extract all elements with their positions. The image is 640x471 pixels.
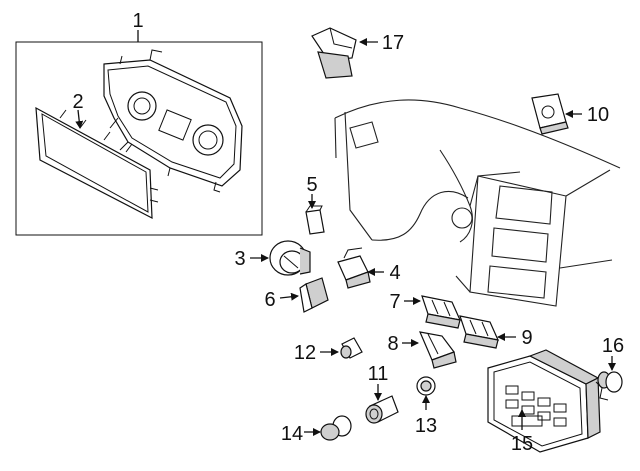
leader-2 [75, 109, 84, 129]
clip-5 [305, 205, 325, 235]
callout-2: 2 [72, 91, 83, 113]
callout-12: 12 [294, 342, 316, 364]
switch-9 [459, 315, 500, 349]
cluster-group-box [15, 41, 263, 236]
callout-13: 13 [415, 415, 437, 437]
callout-15: 15 [511, 433, 533, 455]
ring-13 [416, 376, 436, 396]
plug-12 [340, 337, 363, 359]
switch-17 [311, 27, 357, 79]
climate-control-15 [487, 349, 601, 453]
module-4 [337, 247, 371, 289]
callout-14: 14 [281, 423, 303, 445]
switch-7 [421, 295, 462, 329]
switch-6 [299, 277, 329, 313]
dashboard-outline [334, 99, 621, 307]
callout-4: 4 [389, 262, 400, 284]
callout-3: 3 [234, 248, 245, 270]
callout-17: 17 [382, 32, 404, 54]
callout-7: 7 [389, 291, 400, 313]
leader-6 [279, 292, 299, 301]
socket-11 [365, 395, 399, 424]
cap-14 [320, 415, 352, 441]
callout-8: 8 [387, 333, 398, 355]
switch-8 [419, 331, 457, 369]
callout-5: 5 [306, 174, 317, 196]
callout-9: 9 [521, 327, 532, 349]
callout-10: 10 [587, 104, 609, 126]
callout-1: 1 [132, 10, 143, 32]
callout-11: 11 [368, 363, 389, 385]
callout-16: 16 [602, 335, 624, 357]
switch-10 [531, 93, 569, 135]
knob-16 [595, 371, 623, 401]
callout-6: 6 [264, 289, 275, 311]
headlamp-switch-3 [269, 240, 311, 276]
instrument-cluster [103, 49, 243, 193]
